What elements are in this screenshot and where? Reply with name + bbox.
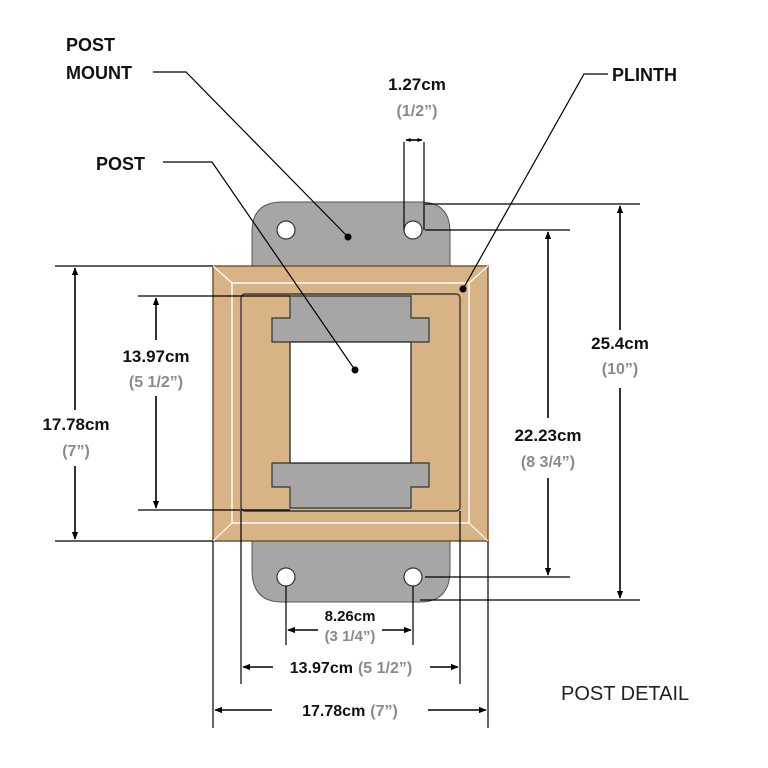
inner-width-label: 13.97cm (5 1/2”) [290,660,412,677]
post-mount-plate [251,201,451,603]
bracket-bottom [271,462,430,509]
dim-inner-height [138,295,290,511]
mount-height-metric: 25.4cm [591,334,649,353]
post-label: POST [96,154,145,174]
dim-plinth-height [55,265,213,542]
plinth-height-imperial: (7”) [62,443,90,460]
bracket-top [271,295,430,343]
hole-spacing-vertical-imperial: (8 3/4”) [521,454,575,471]
post-mount-label-line1: POST [66,35,115,55]
bolt-hole-bottom-right [403,567,423,587]
mount-height-imperial: (10”) [602,361,638,378]
plinth-label: PLINTH [612,65,677,85]
bottom-extension-lines [212,511,489,728]
post-mount-label-line2: MOUNT [66,63,132,83]
inner-width-imperial: (5 1/2”) [358,660,412,677]
post-mount-bracket [271,295,430,509]
hole-spacing-vertical-metric: 22.23cm [514,426,581,445]
plinth-width-label: 17.78cm (7”) [302,703,398,720]
plinth-width-metric: 17.78cm [302,703,365,720]
diagram-title: POST DETAIL [561,683,689,705]
dim-hole-spacing-vertical [425,229,570,578]
hole-spacing-horizontal-imperial: (3 1/4”) [325,628,376,645]
inner-height-imperial: (5 1/2”) [129,374,183,391]
plinth-width-imperial: (7”) [370,703,398,720]
callout-leaders [153,71,608,374]
dim-mount-height [420,203,640,601]
bolt-hole-bottom-left [276,567,296,587]
plinth-bevel [231,282,470,524]
post-mount-top-flange [251,201,451,269]
bolt-hole-top-right [403,220,423,240]
inner-width-metric: 13.97cm [290,660,353,677]
bolt-hole-top-left [276,220,296,240]
inner-height-metric: 13.97cm [122,347,189,366]
dim-bolt-hole [403,138,425,230]
plinth-inner-border [240,293,461,512]
hole-spacing-horizontal-metric: 8.26cm [325,608,376,625]
bolt-hole-imperial: (1/2”) [397,103,438,120]
bolt-hole-metric: 1.27cm [388,75,446,94]
plinth-height-metric: 17.78cm [42,415,109,434]
post-body [289,341,412,464]
